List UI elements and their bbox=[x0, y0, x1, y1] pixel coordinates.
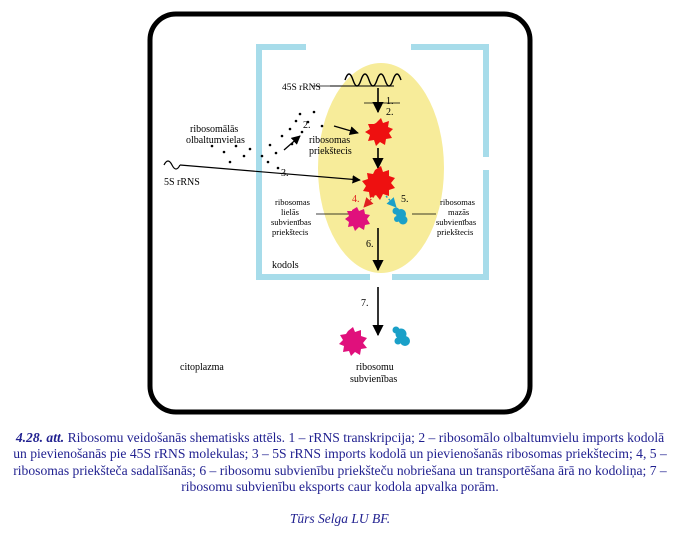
label-step-3: 3. bbox=[281, 168, 289, 179]
label-small-4: priekštecis bbox=[437, 227, 473, 237]
label-small-3: subvienības bbox=[436, 217, 476, 227]
arrow-step-4 bbox=[363, 195, 375, 208]
label-large-4: priekštecis bbox=[272, 227, 308, 237]
label-45s-rrna: 45S rRNS bbox=[282, 83, 321, 93]
arrow-step-2b bbox=[333, 125, 359, 136]
label-cytoplasm: citoplazma bbox=[180, 362, 224, 373]
ribosome-precursor-top bbox=[365, 118, 393, 146]
label-step-4: 4. bbox=[352, 194, 360, 205]
label-step-6: 6. bbox=[366, 239, 374, 250]
label-large-3: subvienības bbox=[271, 217, 311, 227]
label-step-7: 7. bbox=[361, 298, 369, 309]
label-5s-rrna: 5S rRNS bbox=[164, 177, 200, 188]
figure-caption: 4.28. att. Ribosomu veidošanās shematisk… bbox=[8, 430, 672, 496]
figure-number: 4.28. att. bbox=[15, 430, 65, 445]
label-step-2a: 2. bbox=[303, 120, 311, 131]
label-nucleolus: kodols bbox=[272, 260, 299, 271]
small-subunit-precursor bbox=[392, 207, 408, 225]
arrow-step-3 bbox=[179, 164, 361, 184]
nuclear-envelope bbox=[256, 44, 489, 280]
label-subunits-2: subvienības bbox=[350, 374, 397, 385]
label-precursor-1: ribosomas bbox=[309, 135, 350, 146]
large-subunit bbox=[339, 327, 367, 356]
arrow-step-5 bbox=[385, 195, 397, 208]
label-small-2: mazās bbox=[448, 207, 469, 217]
label-proteins-1: ribosomālās bbox=[190, 124, 238, 135]
small-subunit bbox=[392, 326, 410, 346]
cell-membrane bbox=[147, 11, 533, 415]
caption-text: Ribosomu veidošanās shematisks attēls. 1… bbox=[13, 430, 667, 495]
label-subunits-1: ribosomu bbox=[356, 362, 394, 373]
large-subunit-precursor bbox=[345, 207, 370, 231]
ribosomal-proteins-dots bbox=[210, 110, 324, 170]
ribosome-precursor-bottom bbox=[362, 166, 395, 200]
label-large-2: lielās bbox=[281, 207, 299, 217]
figure-credit: Tūrs Selga LU BF. bbox=[289, 511, 391, 526]
label-step-1: 1. bbox=[386, 96, 394, 107]
label-small-1: ribosomas bbox=[440, 197, 475, 207]
label-large-1: ribosomas bbox=[275, 197, 310, 207]
label-step-5: 5. bbox=[401, 194, 409, 205]
rrna-5s-squiggle bbox=[163, 160, 181, 170]
label-step-2b: 2. bbox=[386, 107, 394, 118]
label-proteins-2: olbaltumvielas bbox=[186, 135, 245, 146]
arrow-step-2a bbox=[283, 135, 301, 151]
label-precursor-2: priekštecis bbox=[309, 146, 352, 157]
ribosome-biogenesis-diagram: 45S rRNS 1. 2. 2. ribosomālās olbaltumvi… bbox=[147, 11, 533, 415]
